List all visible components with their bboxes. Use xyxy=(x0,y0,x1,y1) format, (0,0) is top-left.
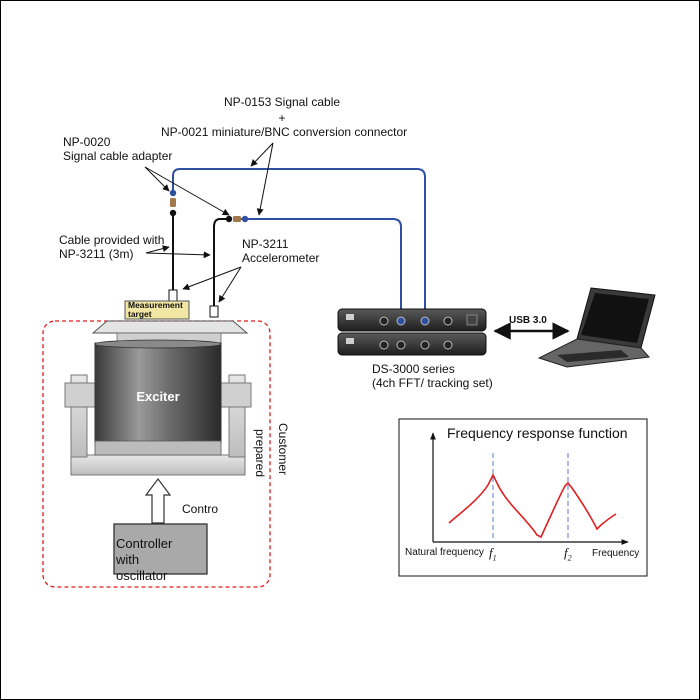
frf-f1: f1 xyxy=(489,546,497,566)
label-ds-series: DS-3000 series xyxy=(372,362,455,376)
exciter-trunnion-left xyxy=(64,382,96,408)
laptop xyxy=(537,287,656,368)
signal-cable-1 xyxy=(172,168,426,319)
signal-cable-2 xyxy=(239,218,402,319)
label-measurement-target-1: Measurement xyxy=(128,300,183,310)
frf-f2-letter: f xyxy=(564,545,568,560)
adapter-body-1 xyxy=(170,198,176,207)
leader-adapter-1 xyxy=(144,166,170,192)
adapter-dot-blue-2 xyxy=(241,215,249,223)
frf-x-label: Frequency xyxy=(592,548,640,559)
frf-f2-sub: 2 xyxy=(567,553,572,563)
label-controller-1: Controller xyxy=(116,536,173,551)
ds-3000-device xyxy=(337,308,487,356)
exciter-body xyxy=(94,342,222,444)
controller-box xyxy=(113,523,208,575)
accel-cable-2 xyxy=(213,218,229,306)
label-conversion-connector: NP-0021 miniature/BNC conversion connect… xyxy=(161,125,408,139)
label-exciter: Exciter xyxy=(136,389,180,404)
label-contro: Contro xyxy=(182,502,219,516)
frf-curve xyxy=(448,473,617,539)
measurement-target xyxy=(124,300,190,320)
controller-arrow xyxy=(144,478,172,524)
frf-panel xyxy=(398,418,648,577)
label-customer: Customer xyxy=(276,422,290,475)
label-plus: + xyxy=(278,111,286,125)
adapter-dot-blue-1 xyxy=(169,189,177,197)
label-accel-model: NP-3211 xyxy=(242,237,289,251)
adapter-dot-black-2 xyxy=(225,215,233,223)
leader-cable-2 xyxy=(145,251,211,259)
adapter-body-2 xyxy=(233,216,241,222)
label-measurement-target-2: target xyxy=(128,309,152,319)
leader-conn-1 xyxy=(250,142,274,167)
label-prepared: prepared xyxy=(253,428,267,478)
frf-f1-letter: f xyxy=(489,545,493,560)
label-accel-name: Accelerometer xyxy=(242,251,320,265)
leader-adapter-2 xyxy=(144,166,230,216)
frf-natural-frequency: Natural frequency xyxy=(405,547,484,558)
frf-title: Frequency response function xyxy=(447,425,628,441)
leader-conn-2 xyxy=(256,142,274,216)
label-usb: USB 3.0 xyxy=(509,315,547,326)
label-signal-cable: NP-0153 Signal cable xyxy=(223,95,341,109)
leader-cable-1 xyxy=(145,245,170,254)
label-cable-line2: NP-3211 (3m) xyxy=(59,247,134,261)
label-cable-line1: Cable provided with xyxy=(59,233,165,247)
exciter-table xyxy=(91,320,249,334)
label-adapter-model: NP-0020 xyxy=(63,135,111,149)
exciter-trunnion-right xyxy=(220,382,252,408)
exciter-frame-base xyxy=(70,454,246,476)
frf-f1-sub: 1 xyxy=(492,553,497,563)
label-adapter-name: Signal cable adapter xyxy=(63,149,173,163)
label-controller-2: with xyxy=(116,552,140,567)
accelerometer-2 xyxy=(209,305,219,318)
frf-f2: f2 xyxy=(564,546,572,566)
leader-accel-2 xyxy=(218,266,242,303)
adapter-dot-black-1 xyxy=(169,209,177,217)
leader-accel-1 xyxy=(182,266,242,291)
label-ds-set: (4ch FFT/ tracking set) xyxy=(372,376,493,390)
label-controller-3: oscillator xyxy=(116,568,168,583)
